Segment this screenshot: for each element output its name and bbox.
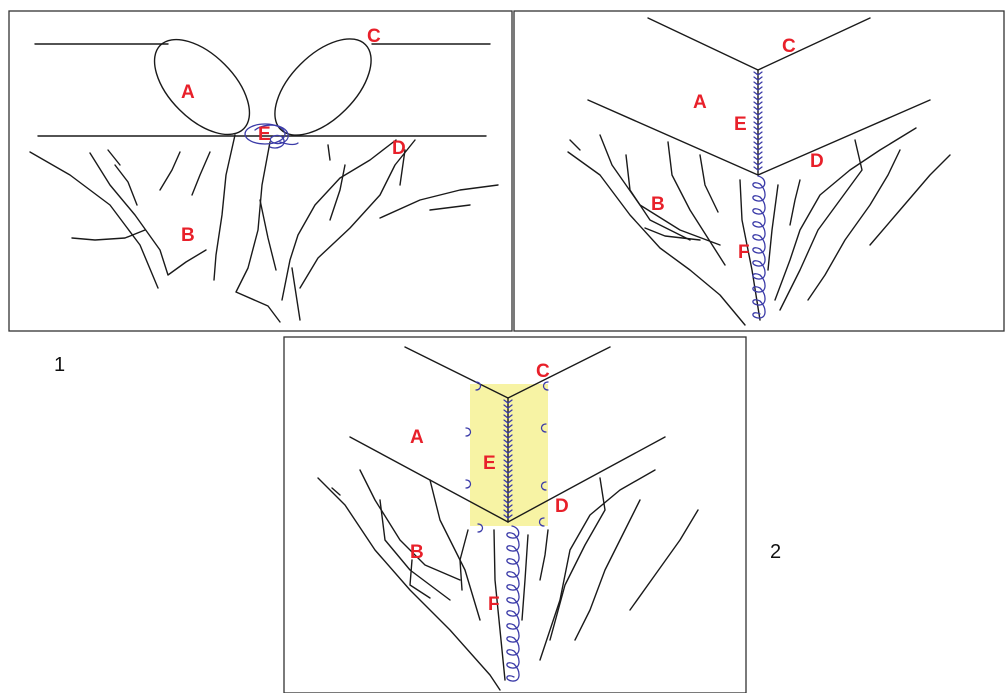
branch-b-4 — [72, 230, 145, 240]
label-a: A — [693, 92, 707, 113]
stalk — [214, 135, 235, 280]
branch-f-2 — [522, 535, 528, 620]
highlight-region — [470, 384, 548, 526]
branch-f-2 — [768, 185, 778, 270]
upper-right-edge — [508, 347, 610, 398]
branch-d-2 — [328, 145, 330, 160]
branch-d-7 — [430, 205, 470, 210]
branch-b-5 — [668, 142, 725, 265]
label-b: B — [651, 194, 665, 215]
looped-suture — [753, 176, 765, 318]
panel-3: A B C D E F — [284, 337, 746, 693]
panel-2: A B C D E F — [514, 11, 1004, 331]
loop-stitch — [507, 526, 519, 681]
branch-b-6 — [700, 155, 718, 212]
step-number-1: 1 — [54, 354, 65, 376]
branch-b-7 — [570, 140, 580, 150]
loop-stitch — [753, 176, 765, 318]
label-d: D — [810, 151, 824, 172]
branch-d — [775, 128, 916, 300]
branch-b-6 — [460, 530, 468, 590]
label-f: F — [738, 242, 750, 263]
branch-d — [282, 140, 396, 300]
label-d: D — [392, 138, 406, 159]
lower-left-edge — [588, 100, 758, 175]
branch-d-3 — [330, 165, 345, 220]
lower-right-edge — [758, 100, 930, 175]
stalk-right — [236, 142, 280, 322]
branch-d-4 — [630, 510, 698, 610]
anchor-stitch — [466, 428, 471, 436]
label-e: E — [483, 453, 496, 474]
upper-left-edge — [405, 347, 508, 398]
branch-b-6 — [192, 152, 210, 195]
branch-d-5 — [540, 530, 548, 580]
branch-d-4 — [870, 155, 950, 245]
label-e: E — [258, 124, 271, 145]
step-number-2: 2 — [770, 541, 781, 563]
branch-d-4 — [300, 140, 415, 288]
anchor-stitch — [466, 480, 471, 488]
panel-1: A B C D E — [9, 11, 512, 331]
label-c: C — [367, 26, 381, 47]
panel-1-frame — [9, 11, 512, 331]
label-f: F — [488, 594, 500, 615]
label-a: A — [410, 427, 424, 448]
label-a: A — [181, 82, 195, 103]
flap-a — [138, 23, 267, 152]
branch-b-7 — [108, 150, 120, 165]
looped-suture — [507, 526, 519, 681]
label-b: B — [410, 542, 424, 563]
label-c: C — [536, 361, 550, 382]
label-e: E — [734, 114, 747, 135]
branch-d-3 — [575, 500, 640, 640]
branch-d-6 — [380, 185, 498, 218]
stalk-inner — [260, 200, 276, 270]
label-d: D — [555, 496, 569, 517]
label-c: C — [782, 36, 796, 57]
upper-right-edge — [758, 18, 870, 70]
branch-b-3 — [115, 165, 137, 205]
branch-b — [568, 152, 745, 325]
label-b: B — [181, 225, 195, 246]
branch-b-2 — [90, 153, 206, 275]
branch-d-8 — [292, 268, 300, 320]
panel-2-frame — [514, 11, 1004, 331]
branch-b-2 — [360, 470, 460, 580]
branch-b-5 — [160, 152, 180, 190]
branch-d-5 — [790, 180, 800, 225]
upper-left-edge — [648, 18, 758, 70]
